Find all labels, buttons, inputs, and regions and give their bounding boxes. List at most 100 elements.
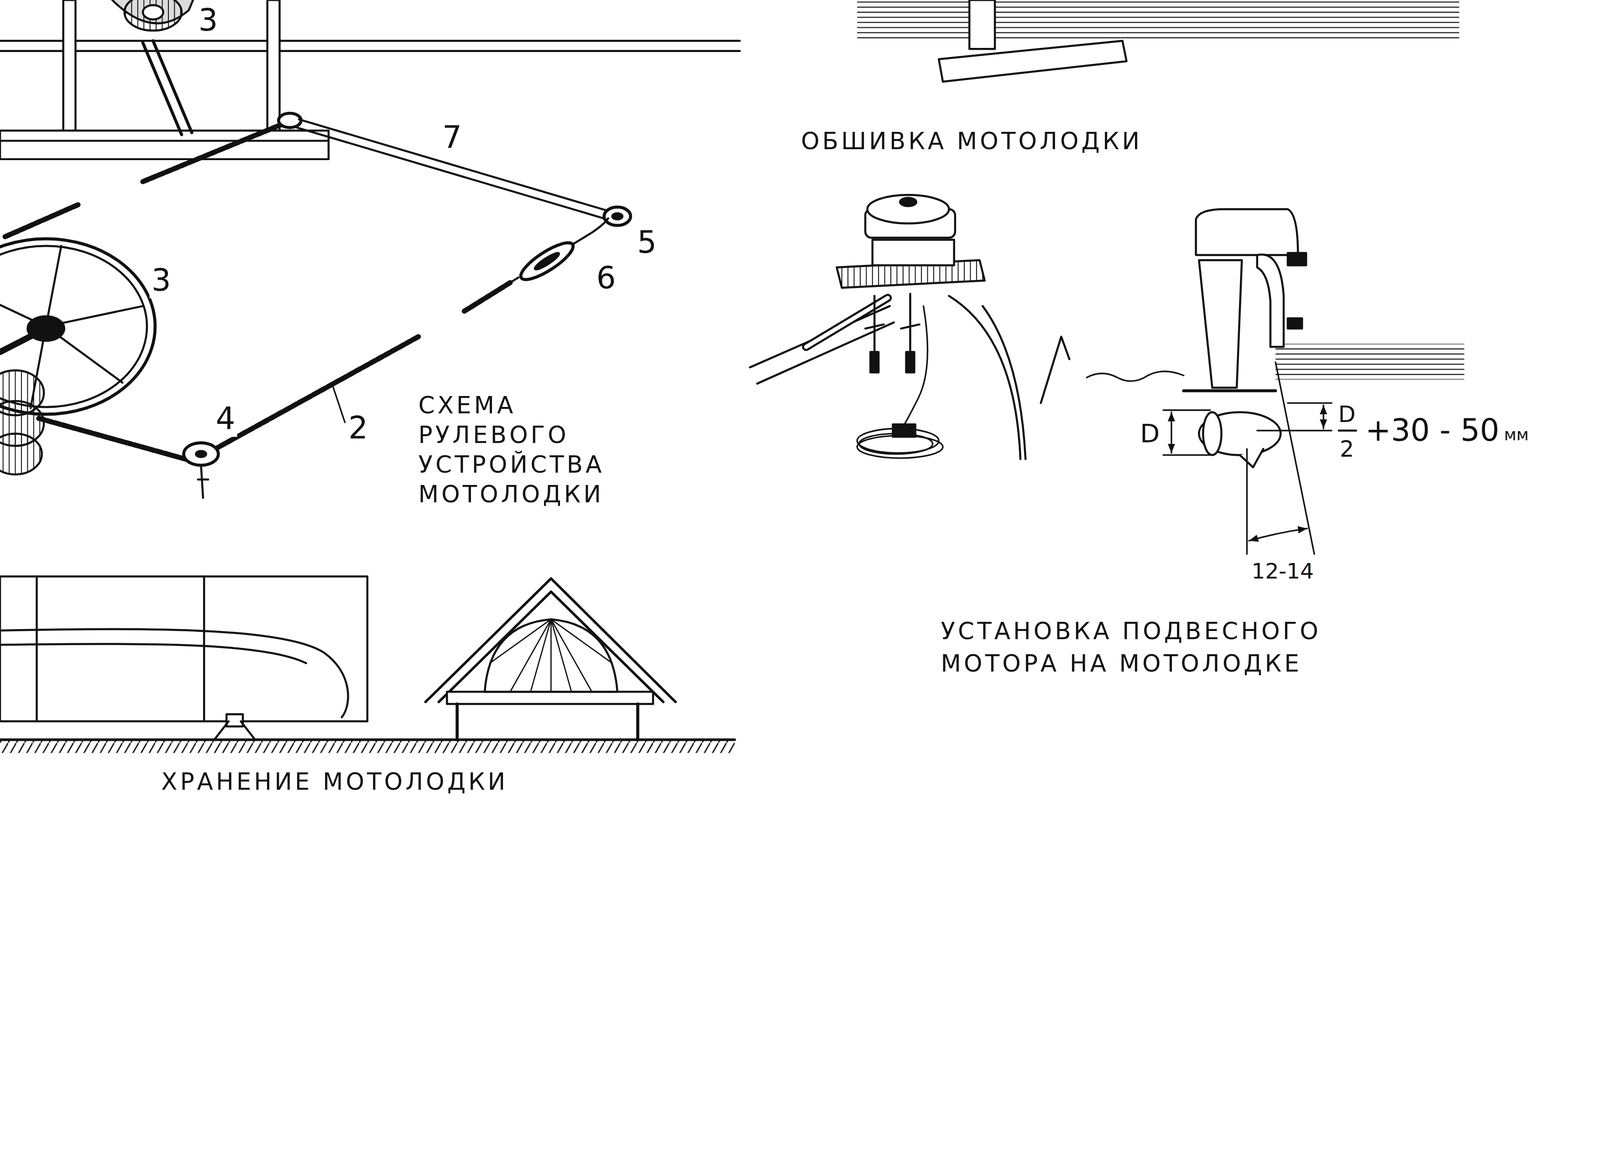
storage-shed-part bbox=[0, 643, 307, 664]
outboard-motor-side-part bbox=[1202, 412, 1222, 455]
frame-part bbox=[0, 139, 329, 142]
dimension-lines-part bbox=[1275, 362, 1315, 555]
outboard-motor-part bbox=[865, 293, 920, 352]
steering-wheel-part bbox=[46, 245, 62, 327]
planking-part bbox=[969, 0, 995, 49]
storage-shed-part bbox=[489, 619, 612, 692]
planking-part bbox=[938, 40, 1127, 82]
dimension-lines-part bbox=[1287, 402, 1332, 404]
steering-gear-part bbox=[464, 282, 511, 312]
callout-number: 4 bbox=[214, 401, 238, 437]
steering-gear-part bbox=[142, 124, 282, 182]
storage-shed-part bbox=[0, 576, 368, 722]
storage-shed-part bbox=[0, 738, 735, 742]
callout-number: 6 bbox=[594, 261, 618, 297]
dimension-label: +30 - 50 bbox=[1365, 413, 1500, 449]
steering-gear-part bbox=[5, 203, 80, 237]
steering-gear-part bbox=[510, 277, 519, 283]
caption: УСТАНОВКА ПОДВЕСНОГО МОТОРА НА МОТОЛОДКЕ bbox=[941, 615, 1421, 680]
unit-label: мм bbox=[1504, 425, 1529, 445]
frame-part bbox=[142, 5, 164, 20]
steering-wheel-part bbox=[0, 433, 42, 475]
outboard-motor-part bbox=[749, 306, 894, 384]
outboard-motor-side-part bbox=[1239, 449, 1264, 468]
callout-number: 3 bbox=[196, 2, 220, 38]
steering-gear-part bbox=[38, 418, 186, 460]
steering-gear-part bbox=[183, 443, 219, 466]
frame-part bbox=[142, 40, 192, 135]
outboard-motor-part bbox=[906, 352, 915, 373]
outboard-motor-part bbox=[872, 240, 955, 266]
outboard-motor-side-part bbox=[1275, 344, 1465, 380]
storage-shed bbox=[0, 576, 735, 754]
steering-gear-part bbox=[604, 207, 631, 226]
dimension-lines-part bbox=[1163, 454, 1211, 456]
outboard-motor-side-part bbox=[1086, 371, 1184, 382]
dimension-label: D bbox=[1338, 401, 1356, 428]
steering-gear-part bbox=[332, 385, 346, 423]
outboard-motor bbox=[749, 194, 1070, 460]
storage-shed-part bbox=[455, 704, 459, 740]
frame bbox=[0, 0, 740, 160]
outboard-motor-side-part bbox=[1198, 412, 1281, 455]
outboard-motor-side-part bbox=[1287, 253, 1307, 266]
frame-part bbox=[0, 39, 740, 42]
planking bbox=[857, 0, 1459, 82]
dimension-lines-part bbox=[1257, 429, 1332, 432]
dimension-lines bbox=[1163, 362, 1357, 555]
dimension-label: D bbox=[1139, 418, 1160, 449]
outboard-motor-side-part bbox=[1198, 260, 1242, 388]
outboard-motor-part bbox=[870, 352, 879, 373]
frame-part bbox=[124, 0, 182, 31]
frame-part bbox=[0, 130, 329, 160]
storage-shed-part bbox=[425, 578, 676, 703]
storage-shed-part bbox=[446, 691, 654, 705]
planking-part bbox=[857, 0, 1459, 39]
dimension-lines-part bbox=[1338, 429, 1357, 432]
steering-gear-part bbox=[612, 213, 623, 220]
dimension-lines-part bbox=[1249, 528, 1308, 541]
callout-number: 2 bbox=[346, 411, 370, 447]
steering-gear-part bbox=[298, 119, 610, 212]
steering-gear-part bbox=[195, 450, 206, 457]
frame-part bbox=[63, 0, 76, 138]
storage-shed-part bbox=[203, 576, 205, 722]
storage-shed-part bbox=[35, 576, 38, 722]
storage-shed-part bbox=[0, 629, 349, 718]
callout-number: 5 bbox=[635, 225, 659, 261]
caption: СХЕМА РУЛЕВОГО УСТРОЙСТВА МОТОЛОДКИ bbox=[418, 390, 605, 509]
outboard-motor-part bbox=[857, 435, 943, 459]
outboard-motor-side-part bbox=[1196, 209, 1299, 256]
dimension-label: 12-14 bbox=[1251, 559, 1314, 584]
steering-gear-part bbox=[198, 465, 209, 499]
caption: ОБШИВКА МОТОЛОДКИ bbox=[800, 127, 1143, 155]
storage-shed-part bbox=[636, 704, 640, 740]
caption: ХРАНЕНИЕ МОТОЛОДКИ bbox=[161, 768, 508, 796]
steering-gear-part bbox=[516, 236, 578, 286]
steering-wheel bbox=[0, 238, 156, 475]
frame-part bbox=[0, 50, 740, 53]
steering-gear-part bbox=[215, 336, 419, 450]
outboard-motor-side-part bbox=[1287, 318, 1302, 329]
storage-shed-part bbox=[0, 741, 735, 754]
steering-wheel-part bbox=[0, 328, 47, 352]
dimension-label: 2 bbox=[1339, 436, 1355, 463]
outboard-motor-part bbox=[867, 194, 950, 224]
outboard-motor-side-part bbox=[1257, 254, 1284, 347]
outboard-motor-part bbox=[1040, 336, 1070, 403]
steering-gear-part bbox=[533, 250, 561, 272]
dimension-lines-part bbox=[1322, 405, 1324, 429]
outboard-motor-part bbox=[948, 296, 1026, 460]
dimension-lines-part bbox=[1246, 449, 1248, 555]
outboard-motor-part bbox=[903, 306, 928, 427]
steering-gear-part bbox=[573, 218, 609, 245]
steering-gear-part bbox=[278, 113, 301, 128]
callout-number: 3 bbox=[149, 262, 173, 299]
storage-shed-part bbox=[214, 714, 256, 740]
storage-shed-part bbox=[484, 619, 618, 692]
dimension-lines-part bbox=[1163, 409, 1211, 411]
svg-defs bbox=[0, 0, 1465, 753]
